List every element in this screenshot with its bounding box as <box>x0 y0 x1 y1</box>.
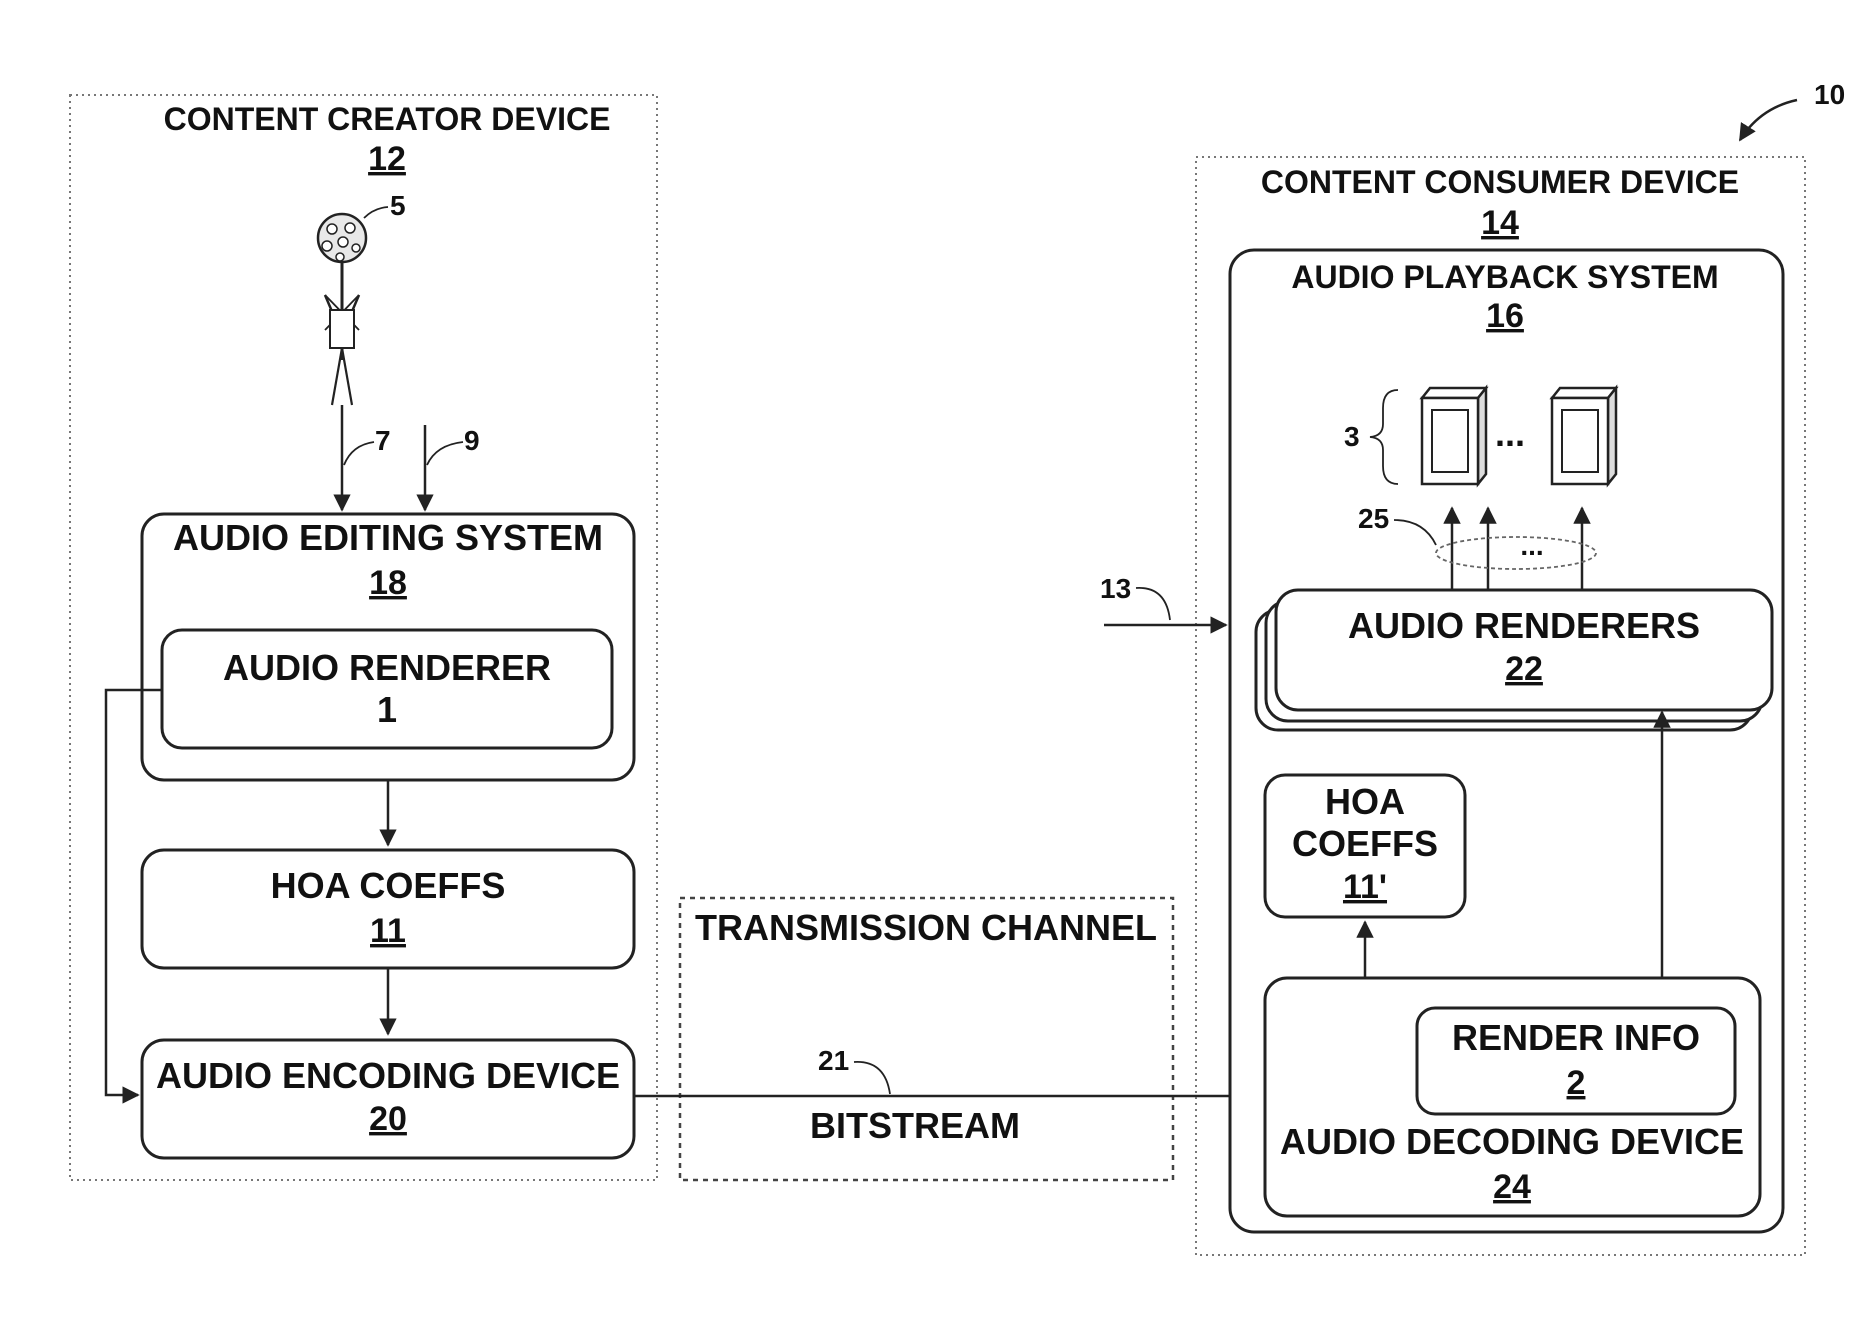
audio-editing-title: AUDIO EDITING SYSTEM <box>173 517 603 558</box>
microphone-icon <box>318 214 366 405</box>
audio-renderer-title: AUDIO RENDERER <box>223 647 551 688</box>
hoa-coeffs-prime-number: 11' <box>1343 868 1387 906</box>
hoa-coeffs-title: HOA COEFFS <box>271 865 506 906</box>
transmission-channel-title: TRANSMISSION CHANNEL <box>695 907 1157 948</box>
audio-decoding-number: 24 <box>1493 1168 1531 1206</box>
arrow-7-label: 7 <box>375 425 391 456</box>
arrow-9-label: 9 <box>464 425 480 456</box>
microphone-ref-leader <box>364 207 388 218</box>
audio-playback-title: AUDIO PLAYBACK SYSTEM <box>1291 259 1718 295</box>
speaker-icon <box>1422 388 1486 484</box>
audio-playback-number: 16 <box>1486 297 1524 335</box>
figure-ref-label: 10 <box>1814 79 1845 110</box>
content-consumer-device: CONTENT CONSUMER DEVICE 14 AUDIO PLAYBAC… <box>1100 157 1805 1255</box>
audio-encoding-number: 20 <box>369 1100 407 1138</box>
render-info-number: 2 <box>1567 1064 1586 1102</box>
transmission-channel: TRANSMISSION CHANNEL 21 BITSTREAM <box>634 898 1263 1180</box>
audio-renderers-title: AUDIO RENDERERS <box>1348 605 1700 646</box>
figure-reference: 10 <box>1740 79 1845 140</box>
content-creator-number: 12 <box>368 140 406 178</box>
audio-renderer-number: 1 <box>377 689 397 730</box>
content-creator-device: CONTENT CREATOR DEVICE 12 5 7 9 <box>70 95 657 1180</box>
speakers-ellipsis: ... <box>1495 413 1525 454</box>
audio-encoding-title: AUDIO ENCODING DEVICE <box>156 1055 620 1096</box>
arrow-9-leader <box>427 442 463 465</box>
bitstream-label: BITSTREAM <box>810 1105 1020 1146</box>
bitstream-ref-label: 21 <box>818 1045 849 1076</box>
content-consumer-number: 14 <box>1481 204 1519 242</box>
content-consumer-title: CONTENT CONSUMER DEVICE <box>1261 164 1739 200</box>
input-13-label: 13 <box>1100 573 1131 604</box>
hoa-coeffs-number: 11 <box>370 912 406 950</box>
bitstream-ref-leader <box>854 1062 890 1094</box>
hoa-coeffs-prime-line2: COEFFS <box>1292 823 1438 864</box>
figure-ref-arrow <box>1740 100 1797 140</box>
hoa-coeffs-prime-line1: HOA <box>1325 781 1405 822</box>
speaker-feeds-ellipsis: ... <box>1520 530 1543 561</box>
audio-editing-number: 18 <box>369 564 407 602</box>
content-creator-title: CONTENT CREATOR DEVICE <box>164 101 611 137</box>
render-info-title: RENDER INFO <box>1452 1017 1700 1058</box>
speaker-icon <box>1552 388 1616 484</box>
speaker-feeds-ref-label: 25 <box>1358 503 1389 534</box>
audio-decoding-title: AUDIO DECODING DEVICE <box>1280 1121 1744 1162</box>
microphone-ref-label: 5 <box>390 190 406 221</box>
input-13-leader <box>1136 588 1170 620</box>
speakers-ref-label: 3 <box>1344 421 1360 452</box>
audio-renderers-number: 22 <box>1505 650 1543 688</box>
arrow-7-leader <box>344 442 374 465</box>
